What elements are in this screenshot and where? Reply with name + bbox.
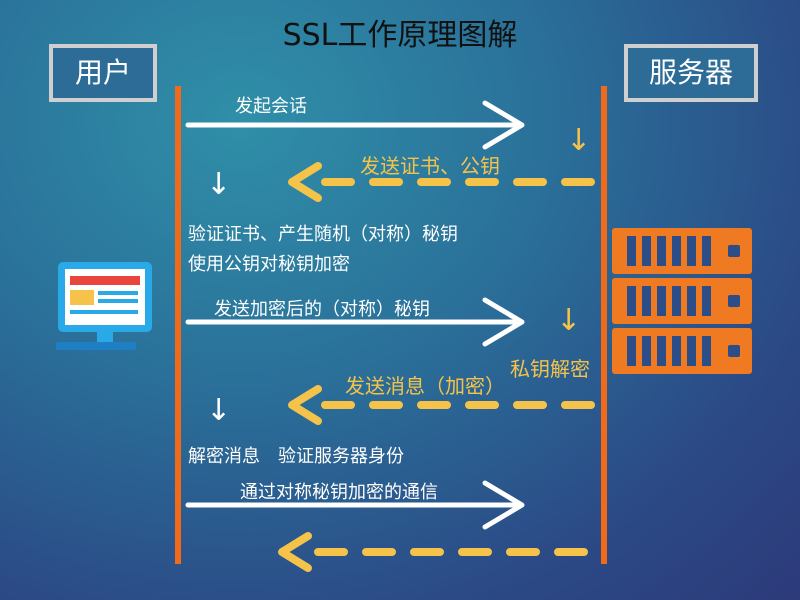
label-send-message: 发送消息（加密） [345, 374, 505, 398]
arrow-return-communication [278, 532, 594, 572]
label-send-cert-pubkey: 发送证书、公钥 [360, 154, 500, 178]
label-verify-cert: 验证证书、产生随机（对称）秘钥 [188, 224, 458, 245]
label-encrypt-key: 使用公钥对秘钥加密 [188, 254, 350, 275]
actor-user-box: 用户 [49, 44, 157, 102]
label-send-encrypted-key: 发送加密后的（对称）秘钥 [214, 299, 430, 320]
label-start-session: 发起会话 [235, 96, 307, 117]
label-symmetric-communication: 通过对称秘钥加密的通信 [240, 482, 438, 503]
lifeline-user [175, 86, 181, 564]
page-title: SSL工作原理图解 [282, 18, 518, 53]
arrow-send-message [288, 385, 602, 425]
lifeline-server [601, 86, 607, 564]
label-decrypt-verify: 解密消息 验证服务器身份 [188, 446, 404, 467]
down-arrow-user-1: ↓ [206, 167, 232, 202]
down-arrow-user-2: ↓ [206, 393, 232, 428]
arrow-symmetric-communication [185, 480, 525, 530]
monitor-icon [56, 262, 152, 350]
arrow-start-session [185, 100, 525, 150]
label-private-key-decrypt: 私钥解密 [510, 357, 590, 381]
down-arrow-server-2: ↓ [556, 303, 582, 338]
arrow-send-cert-pubkey [288, 162, 602, 202]
down-arrow-server-1: ↓ [566, 123, 592, 158]
server-rack-icon [612, 228, 752, 374]
arrow-send-encrypted-key [185, 297, 525, 347]
actor-server-box: 服务器 [624, 44, 758, 102]
